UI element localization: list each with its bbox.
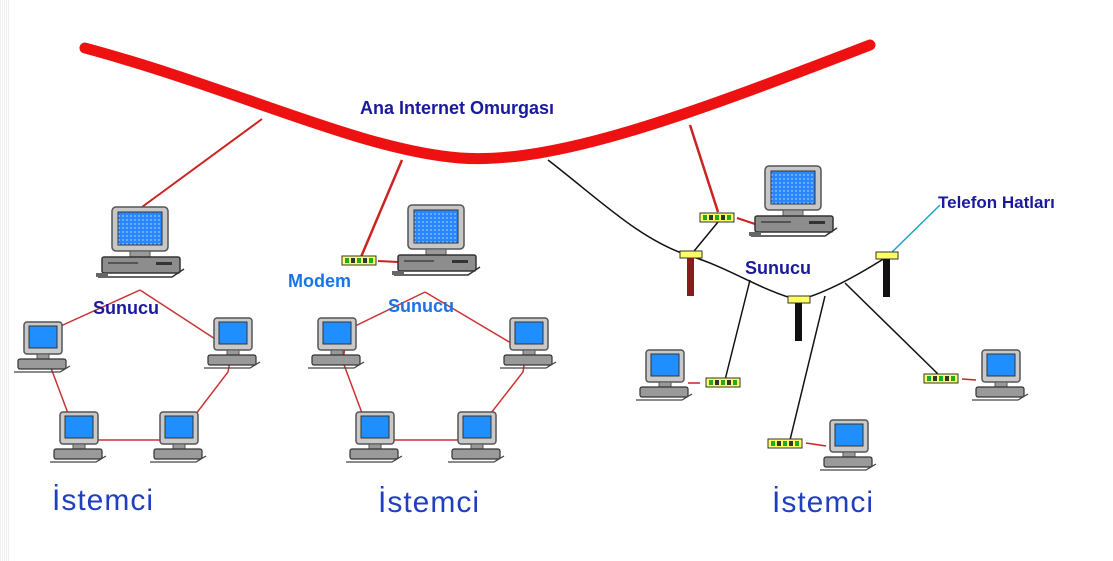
modem-icon [923, 373, 959, 384]
client-label-left: İstemci [52, 484, 155, 517]
modem-client-link-3 [961, 378, 977, 381]
client-computer-icon [447, 411, 505, 463]
telephone-pole-icon [679, 250, 703, 296]
modem-link-right-server [736, 217, 756, 225]
internet-backbone [79, 39, 876, 165]
phone-line-right [844, 282, 941, 377]
modem-icon [767, 438, 803, 449]
client-computer-icon [971, 349, 1029, 401]
phone-line-bottom-left [724, 279, 751, 381]
backbone-link-left-server [141, 118, 263, 208]
client-computer-icon [819, 419, 877, 471]
client-computer-icon [307, 317, 365, 369]
server-label-middle: Sunucu [388, 296, 454, 316]
left-border [0, 0, 10, 561]
client-label-middle: İstemci [378, 486, 481, 519]
server-computer-icon [391, 204, 481, 276]
modem-label: Modem [288, 271, 351, 291]
client-computer-icon [149, 411, 207, 463]
client-computer-icon [635, 349, 693, 401]
server-computer-icon [748, 165, 838, 237]
client-computer-icon [345, 411, 403, 463]
client-computer-icon [49, 411, 107, 463]
telephone-pole-icon [875, 251, 899, 297]
server-label-left: Sunucu [93, 298, 159, 318]
phone-line-label-pointer [887, 204, 941, 257]
modem-icon [699, 212, 735, 223]
server-label-right: Sunucu [745, 258, 811, 278]
client-label-right: İstemci [772, 486, 875, 519]
phone-line-bottom-mid [789, 295, 826, 441]
modem-icon [705, 377, 741, 388]
phone-lines-label: Telefon Hatları [938, 193, 1055, 212]
phone-line-main [547, 159, 886, 301]
modem-client-link-2 [805, 442, 827, 447]
modem-icon [341, 255, 377, 266]
phone-line-to-modem [689, 221, 719, 257]
client-computer-icon [203, 317, 261, 369]
backbone-label: Ana Internet Omurgası [360, 98, 555, 118]
server-computer-icon [95, 206, 185, 278]
client-computer-icon [499, 317, 557, 369]
client-computer-icon [13, 321, 71, 373]
modem-to-server-link [377, 260, 399, 263]
backbone-link-middle-modem [359, 159, 404, 258]
backbone-link-right-modem [688, 124, 720, 213]
telephone-pole-icon [787, 295, 811, 341]
